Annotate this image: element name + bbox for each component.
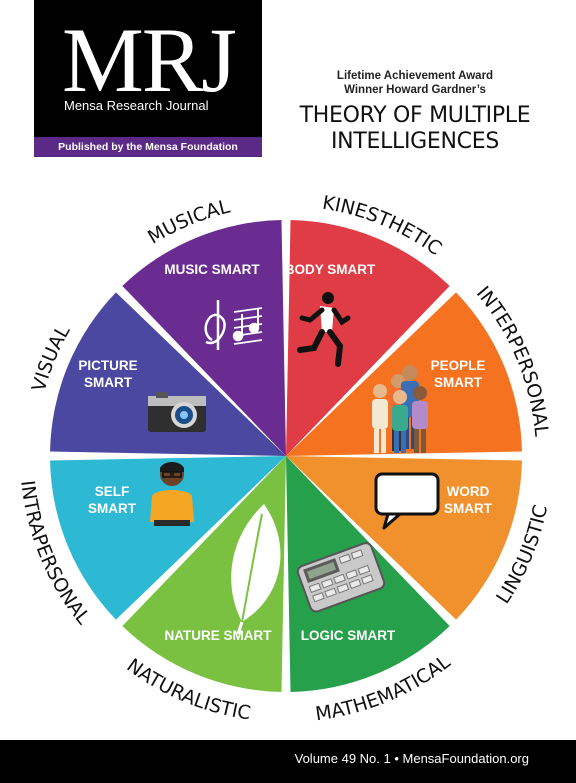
intelligences-wheel: KINESTHETICINTERPERSONALLINGUISTICMATHEM… [16,192,552,726]
calculator-icon [296,542,386,613]
people-group-icon [372,365,428,453]
inner-label-linguistic: SMART [444,501,493,516]
inner-label-mathematical: LOGIC SMART [301,628,396,643]
inner-label-visual: PICTURE [78,358,137,373]
inner-label-kinesthetic: BODY SMART [285,262,376,277]
runner-icon [297,292,351,367]
inner-label-linguistic: WORD [447,484,490,499]
segment-linguistic [286,456,522,620]
inner-label-intrapersonal: SELF [95,484,130,499]
segment-kinesthetic [286,220,450,456]
headline: THEORY OF MULTIPLE INTELLIGENCES [270,103,560,155]
award-line-2: Winner Howard Gardner’s [344,84,486,96]
footer: Volume 49 No. 1 • MensaFoundation.org [0,740,576,783]
camera-icon [148,392,206,432]
leaf-icon [231,504,281,635]
segment-visual [50,292,287,456]
headline-line-1: THEORY OF MULTIPLE [299,103,531,128]
headline-line-2: INTELLIGENCES [330,129,500,154]
inner-label-intrapersonal: SMART [88,501,137,516]
inner-label-interpersonal: PEOPLE [431,358,486,373]
publisher-bar: Published by the Mensa Foundation [34,137,262,157]
masthead: MRJ Mensa Research Journal Published by … [34,0,262,157]
award-line-1: Lifetime Achievement Award [336,70,494,82]
inner-label-naturalistic: NATURE SMART [165,628,273,643]
footer-text: Volume 49 No. 1 • MensaFoundation.org [294,751,529,766]
journal-name: Mensa Research Journal [64,98,209,113]
inner-label-musical: MUSIC SMART [164,262,260,277]
segment-intrapersonal [50,456,287,620]
inner-label-interpersonal: SMART [434,375,483,390]
mrj-logo: MRJ [62,9,237,111]
inner-label-visual: SMART [84,375,133,390]
segment-naturalistic [122,456,286,692]
speech-bubble-icon [374,472,440,530]
person-icon [150,462,194,526]
music-notes-icon [204,300,263,350]
segment-musical [122,220,286,456]
